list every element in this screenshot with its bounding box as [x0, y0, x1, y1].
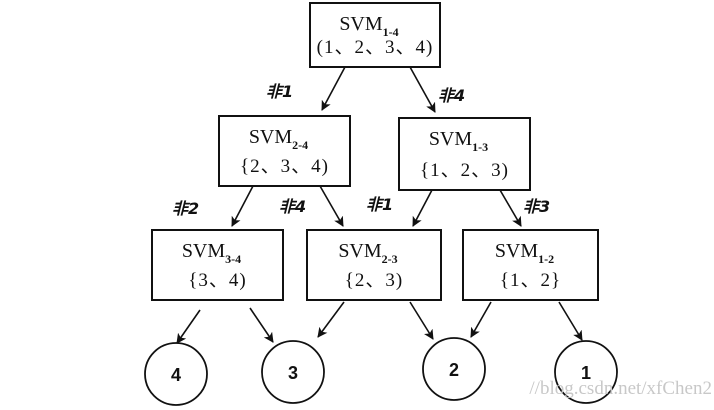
edge-svm-2-3-to-leaf-3 — [317, 301, 345, 338]
edge-arrow — [321, 66, 346, 111]
node-title-subscript: 2-3 — [382, 252, 398, 266]
edge-label: 非4 — [438, 86, 465, 105]
leaf-node-3: 3 — [261, 340, 325, 404]
node-class-set: (1、2、3、4) — [317, 37, 434, 58]
leaf-circle — [554, 340, 618, 404]
edge-arrow — [249, 307, 274, 343]
nodes: SVM1-4(1、2、3、4)SVM2-4{2、3、4)SVM1-3{1、2、3… — [151, 2, 599, 301]
node-class-set: {3、4) — [188, 270, 246, 291]
node-class-set: {1、2} — [500, 270, 561, 291]
edge-arrow — [558, 301, 583, 341]
node-title: SVM1-2 — [495, 240, 554, 266]
node-title-subscript: 1-4 — [383, 25, 399, 39]
edge-svm-2-4-to-svm-2-3: 非4 — [279, 185, 344, 227]
node-title-main: SVM — [249, 126, 293, 148]
node-box — [309, 2, 441, 68]
edge-svm-1-2-to-leaf-2 — [470, 301, 492, 338]
node-box — [306, 229, 442, 301]
edge-svm-2-3-to-leaf-2 — [409, 301, 434, 340]
edge-svm-1-3-to-svm-1-2: 非3 — [499, 189, 550, 227]
node-title: SVM2-3 — [338, 240, 397, 266]
leaf-node-2: 2 — [422, 337, 486, 401]
node-title-subscript: 2-4 — [292, 138, 308, 152]
node-svm-2-4: SVM2-4 {2、3、4) — [218, 115, 351, 187]
node-svm-2-3: SVM2-3 {2、3) — [306, 229, 442, 301]
edge-svm-1-4-to-svm-2-4: 非1 — [266, 66, 346, 111]
node-class-set: {1、2、3) — [420, 160, 509, 181]
edge-label: 非4 — [279, 197, 306, 216]
node-svm-1-4: SVM1-4(1、2、3、4) — [309, 2, 441, 68]
node-title-main: SVM — [495, 240, 539, 262]
node-class-set: {2、3、4) — [240, 156, 329, 177]
node-title-main: SVM — [339, 13, 383, 35]
edge-svm-1-2-to-leaf-1 — [558, 301, 583, 341]
node-title: SVM3-4 — [182, 240, 241, 266]
leaf-circle — [144, 342, 208, 406]
node-svm-3-4: SVM3-4 {3、4) — [151, 229, 284, 301]
edge-arrow — [319, 185, 344, 227]
edge-label: 非3 — [523, 197, 550, 216]
node-class-set: {2、3) — [345, 270, 403, 291]
edge-label: 非1 — [266, 82, 293, 101]
edge-arrow — [409, 301, 434, 340]
node-title-subscript: 1-2 — [538, 252, 554, 266]
edge-arrow — [412, 189, 433, 227]
node-title-subscript: 1-3 — [472, 140, 488, 154]
leaf-circle — [422, 337, 486, 401]
edge-label: 非1 — [366, 195, 393, 214]
node-title-subscript: 3-4 — [225, 252, 241, 266]
edge-label: 非2 — [172, 199, 199, 218]
edge-arrow — [499, 189, 522, 227]
edges: 非1 非4 非2 非4 非1 非3 — [172, 66, 583, 344]
leaf-node-1: 1 — [554, 340, 618, 404]
edge-arrow — [470, 301, 492, 338]
watermark: //blog.csdn.net/xfChen2 — [529, 378, 712, 399]
edge-arrow — [231, 185, 254, 227]
edge-arrow — [409, 66, 436, 113]
edge-arrow — [317, 301, 345, 338]
node-svm-1-3: SVM1-3 {1、2、3) — [398, 117, 531, 191]
node-box — [151, 229, 284, 301]
edge-svm-1-3-to-svm-2-3: 非1 — [366, 189, 433, 227]
node-title: SVM2-4 — [249, 126, 308, 152]
node-box — [462, 229, 599, 301]
edge-arrow — [176, 309, 201, 344]
leaf-circle — [261, 340, 325, 404]
leaf-label: 4 — [171, 365, 181, 385]
leaf-label: 3 — [288, 363, 298, 383]
edge-svm-1-4-to-svm-1-3: 非4 — [409, 66, 465, 113]
edge-svm-2-4-to-svm-3-4: 非2 — [172, 185, 254, 227]
leaf-label: 2 — [449, 360, 459, 380]
node-title: SVM1-4 — [339, 13, 398, 39]
edge-svm-3-4-to-leaf-3 — [249, 307, 274, 343]
node-title-main: SVM — [182, 240, 226, 262]
leaf-label: 1 — [581, 363, 591, 383]
leaves: 4 3 2 1 — [144, 337, 618, 406]
node-svm-1-2: SVM1-2 {1、2} — [462, 229, 599, 301]
node-box — [218, 115, 351, 187]
node-box — [398, 117, 531, 191]
node-title-main: SVM — [429, 128, 473, 150]
edge-svm-3-4-to-leaf-4 — [176, 309, 201, 344]
node-title: SVM1-3 — [429, 128, 488, 154]
node-title-main: SVM — [338, 240, 382, 262]
leaf-node-4: 4 — [144, 342, 208, 406]
